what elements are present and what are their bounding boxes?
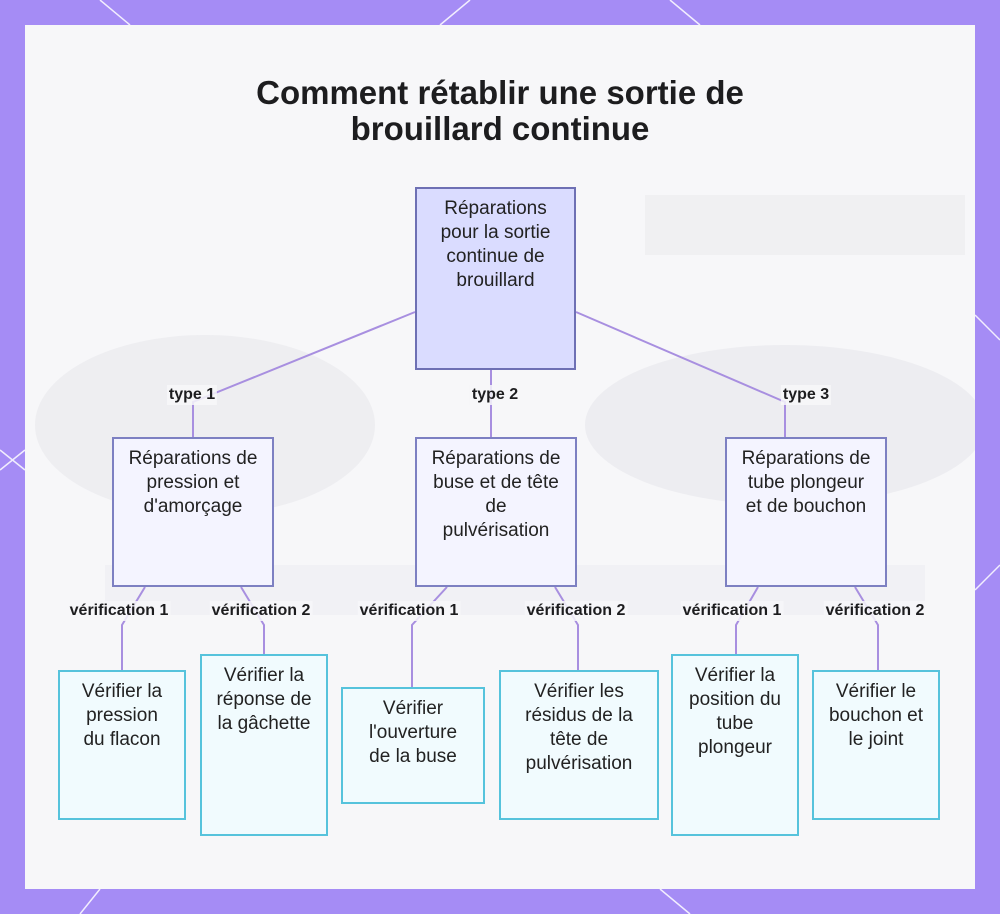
leaf-node-spray-head-residue: Vérifier les résidus de la tête de pulvé… [499, 670, 659, 820]
leaf-node-cap-and-seal: Vérifier le bouchon et le joint [812, 670, 940, 820]
leaf-node-nozzle-opening: Vérifier l'ouverture de la buse [341, 687, 485, 804]
connector-type2-check2 [554, 586, 579, 670]
category-node-label: Réparations de buse et de tête de pulvér… [431, 448, 561, 541]
connector-type1-check2 [240, 586, 265, 654]
connector-type2-check1 [411, 586, 448, 687]
edge-label-type3: type 3 [780, 385, 832, 405]
leaf-node-label: Vérifier la pression du flacon [81, 681, 163, 750]
category-node-type2: Réparations de buse et de tête de pulvér… [415, 437, 577, 587]
leaf-node-dip-tube-position: Vérifier la position du tube plongeur [671, 654, 799, 836]
edge-label-type2: type 2 [469, 385, 521, 405]
connector-root-type1 [192, 311, 416, 437]
title-line-2: brouillard continue [350, 110, 650, 147]
edge-label-type2-check1: vérification 1 [357, 601, 461, 621]
connector-type3-check2 [854, 586, 879, 670]
edge-label-type2-check2: vérification 2 [524, 601, 628, 621]
connector-root-type3 [575, 311, 786, 437]
leaf-node-trigger-response: Vérifier la réponse de la gâchette [200, 654, 328, 836]
connector-type3-check1 [735, 586, 759, 654]
diagram-panel: Comment rétablir une sortie de brouillar… [25, 25, 975, 889]
category-node-label: Réparations de tube plongeur et de bouch… [741, 448, 871, 517]
category-node-type1: Réparations de pression et d'amorçage [112, 437, 274, 587]
edge-label-type3-check1: vérification 1 [680, 601, 784, 621]
connector-type1-check1 [121, 586, 146, 670]
leaf-node-bottle-pressure: Vérifier la pression du flacon [58, 670, 186, 820]
edge-label-type1-check1: vérification 1 [67, 601, 171, 621]
leaf-node-label: Vérifier l'ouverture de la buse [368, 698, 458, 767]
edge-label-type3-check2: vérification 2 [823, 601, 927, 621]
root-node-label: Réparations pour la sortie continue de b… [440, 198, 551, 291]
category-node-label: Réparations de pression et d'amorçage [128, 448, 258, 517]
category-node-type3: Réparations de tube plongeur et de bouch… [725, 437, 887, 587]
edge-label-type1: type 1 [166, 385, 218, 405]
leaf-node-label: Vérifier le bouchon et le joint [828, 681, 924, 750]
leaf-node-label: Vérifier la position du tube plongeur [689, 665, 781, 758]
title-line-1: Comment rétablir une sortie de [256, 74, 744, 111]
edge-label-type1-check2: vérification 2 [209, 601, 313, 621]
root-node: Réparations pour la sortie continue de b… [415, 187, 576, 370]
page-title: Comment rétablir une sortie de brouillar… [25, 75, 975, 147]
leaf-node-label: Vérifier la réponse de la gâchette [216, 665, 312, 734]
leaf-node-label: Vérifier les résidus de la tête de pulvé… [525, 681, 633, 774]
